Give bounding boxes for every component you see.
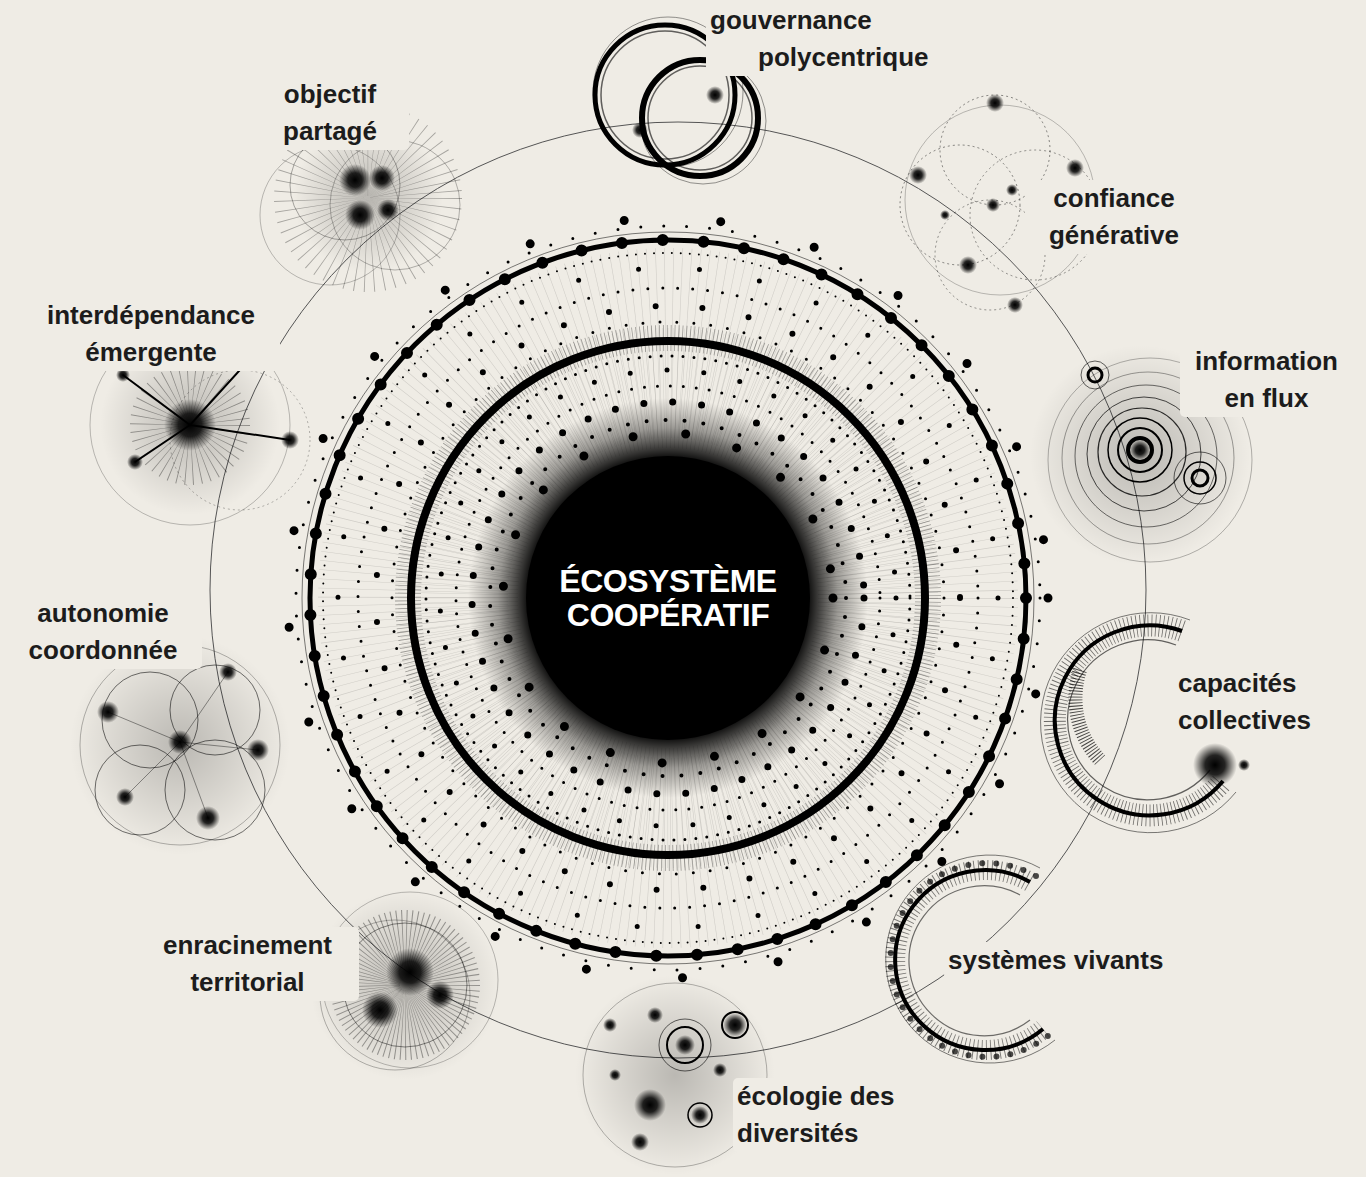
concept-label: systèmes vivants (944, 942, 1167, 979)
interdependence-star (160, 395, 220, 455)
central-splatter (288, 218, 1048, 978)
central-splatter (376, 306, 960, 890)
diversity-cluster (691, 1106, 709, 1124)
central-splatter (440, 370, 896, 826)
diversity-cluster (659, 1019, 711, 1071)
diversity-cluster (647, 1007, 663, 1023)
core-title: ÉCOSYSTÈME COOPÉRATIF (548, 564, 788, 632)
trust-network (959, 256, 977, 274)
central-splatter (426, 356, 910, 840)
flow-rings (1081, 361, 1109, 389)
interdependence-star (127, 454, 143, 470)
starburst (320, 150, 416, 246)
central-splatter (302, 232, 1034, 964)
overlapping-rings (706, 86, 724, 104)
central-splatter (456, 386, 880, 810)
capacity-arc (1075, 670, 1100, 760)
central-splatter (453, 383, 883, 813)
coordination-network (97, 701, 119, 723)
flow-rings (1184, 462, 1216, 494)
central-splatter (472, 402, 864, 794)
central-splatter (358, 288, 978, 908)
central-splatter (310, 240, 1026, 956)
trust-network (1006, 184, 1018, 196)
diversity-cluster (603, 1018, 617, 1032)
coordination-network (196, 806, 220, 830)
concept-label: capacités collectives (1174, 665, 1347, 739)
diversity-cluster (723, 1013, 747, 1037)
central-splatter (310, 240, 1026, 956)
concept-label: objectif partagé (251, 76, 409, 150)
central-splatter (323, 253, 1013, 943)
interdependence-star (281, 431, 299, 449)
trust-network (986, 198, 1000, 212)
trust-network (1007, 297, 1023, 313)
trust-network (909, 166, 927, 184)
rooting-cluster (386, 948, 434, 996)
interdependence-star (164, 399, 216, 451)
central-splatter (503, 433, 833, 763)
diversity-cluster (688, 1103, 712, 1127)
diversity-cluster (713, 1063, 727, 1077)
trust-network (940, 210, 950, 220)
coordination-network (168, 730, 192, 754)
coordination-network (102, 672, 198, 768)
concept-label: autonomie coordonnée (4, 595, 202, 669)
flow-rings (1088, 368, 1102, 382)
flow-rings (1128, 438, 1152, 462)
diversity-cluster (609, 1069, 621, 1081)
central-splatter (490, 420, 846, 776)
capacity-arc (1193, 743, 1237, 787)
coordination-network (116, 788, 134, 806)
diversity-cluster (722, 1012, 748, 1038)
diversity-cluster (634, 1089, 666, 1121)
concept-label: confiance générative (1025, 180, 1203, 254)
concept-label: écologie des diversités (733, 1078, 941, 1152)
rooting-cluster (362, 992, 398, 1028)
coordination-network (219, 663, 237, 681)
coordination-network (247, 739, 269, 761)
coordination-network (80, 645, 280, 845)
central-splatter (296, 226, 1040, 970)
capacity-arc (1238, 759, 1250, 771)
core-circle-fill (526, 456, 810, 740)
concept-label: gouvernance polycentrique (706, 2, 962, 76)
coordination-network (95, 745, 185, 835)
flow-rings (1098, 408, 1186, 496)
starburst (339, 164, 371, 196)
flow-rings (1174, 452, 1226, 504)
overlapping-rings (640, 58, 766, 184)
central-splatter (468, 398, 868, 798)
central-splatter (408, 338, 928, 858)
diversity-cluster (631, 1133, 649, 1151)
core-circle: ÉCOSYSTÈME COOPÉRATIF (526, 456, 810, 740)
starburst (369, 165, 395, 191)
diversity-cluster (667, 1027, 703, 1063)
flow-rings (1192, 470, 1208, 486)
central-splatter (288, 218, 1048, 978)
starburst (260, 145, 400, 285)
rooting-cluster (343, 923, 467, 1047)
diversity-cluster (675, 1035, 695, 1055)
rooting-cluster (426, 981, 454, 1009)
concept-label: information en flux (1180, 343, 1353, 417)
overlapping-rings (632, 122, 648, 138)
concept-label: interdépendance émergente (22, 297, 280, 371)
overlapping-rings (642, 60, 758, 176)
concept-label: enracinement territorial (136, 927, 359, 1001)
overlapping-rings (648, 66, 752, 170)
flow-rings (1108, 418, 1172, 482)
central-splatter (338, 268, 998, 928)
central-splatter (392, 322, 944, 874)
coordination-network (108, 672, 258, 818)
trust-network (1066, 159, 1084, 177)
flow-rings (1118, 428, 1162, 472)
starburst (330, 140, 460, 270)
starburst (345, 200, 375, 230)
trust-network (986, 94, 1004, 112)
starburst (377, 199, 399, 221)
trust-network (900, 145, 1020, 265)
flow-rings (1130, 440, 1150, 460)
